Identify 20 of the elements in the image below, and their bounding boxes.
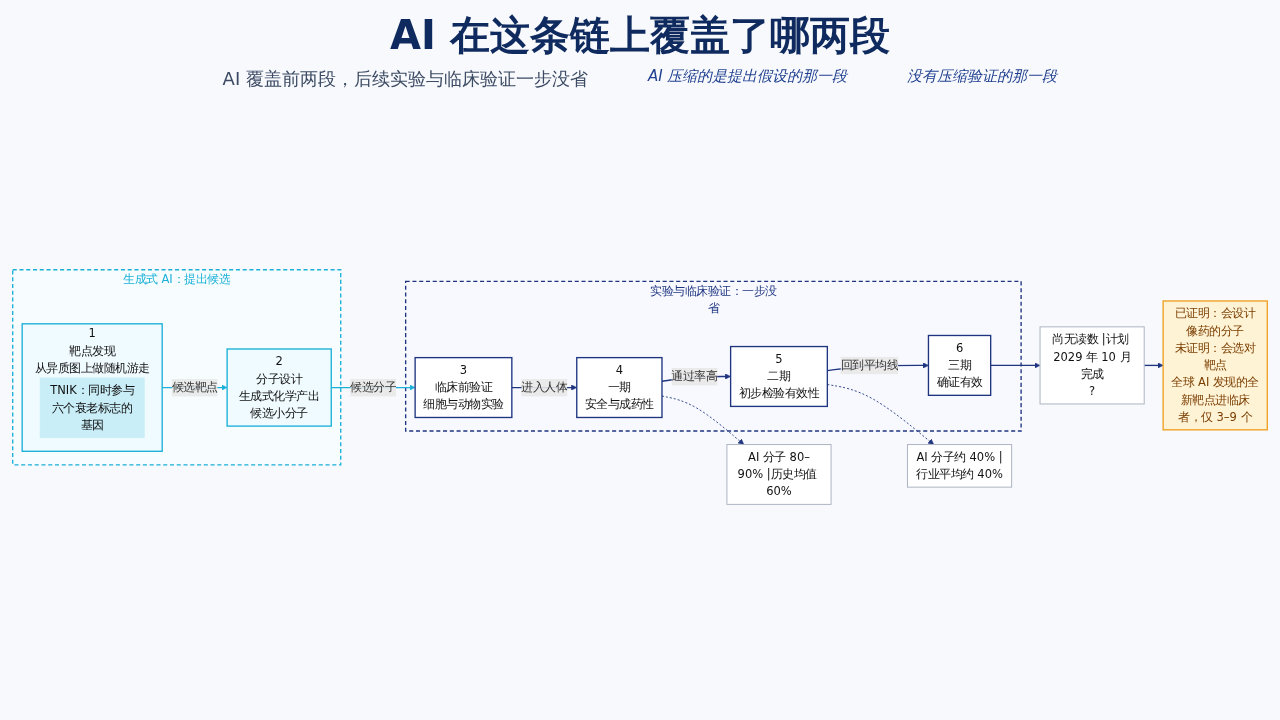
node-box: AI 分子 80–90% |历史均值 60% (726, 444, 832, 505)
node-box: 3 临床前验证 细胞与动物实验 (414, 356, 513, 419)
title: AI 在这条链上覆盖了哪两段 (390, 11, 890, 60)
node-box: TNIK：同时参与六个衰老标志的基因 (39, 377, 145, 439)
note: 没有压缩验证的那一段 (907, 67, 1058, 87)
edge-label: 回到平均线 (840, 358, 899, 372)
node-box: AI 分子约 40% |行业平均约 40% (906, 444, 1013, 488)
note: AI 压缩的是提出假设的那一段 (647, 67, 848, 87)
edge-label: 候选靶点 (171, 380, 218, 394)
node-box: 已证明：会设计像药的分子 未证明：会选对靶点 全球 AI 发现的全新靶点进临床者，仅 3–9 个 (1162, 300, 1268, 431)
node-box: 6 三期 确证有效 (927, 334, 992, 396)
edge-label: 通过率高 (671, 369, 718, 383)
edge-label: 候选分子 (350, 380, 397, 394)
arrow (990, 362, 1041, 369)
node-box: 5 二期 初步检验有效性 (729, 345, 828, 408)
subtitle: AI 覆盖前两段，后续实验与临床验证一步没省 (222, 67, 588, 91)
node-box: 4 一期 安全与成药性 (576, 356, 663, 419)
node-box: 尚无读数 |计划 2029 年 10 月完成 ? (1039, 326, 1145, 405)
node-box: 2 分子设计 生成式化学产出候选小分子 (226, 348, 332, 427)
edge-label: 进入人体 (521, 380, 568, 394)
